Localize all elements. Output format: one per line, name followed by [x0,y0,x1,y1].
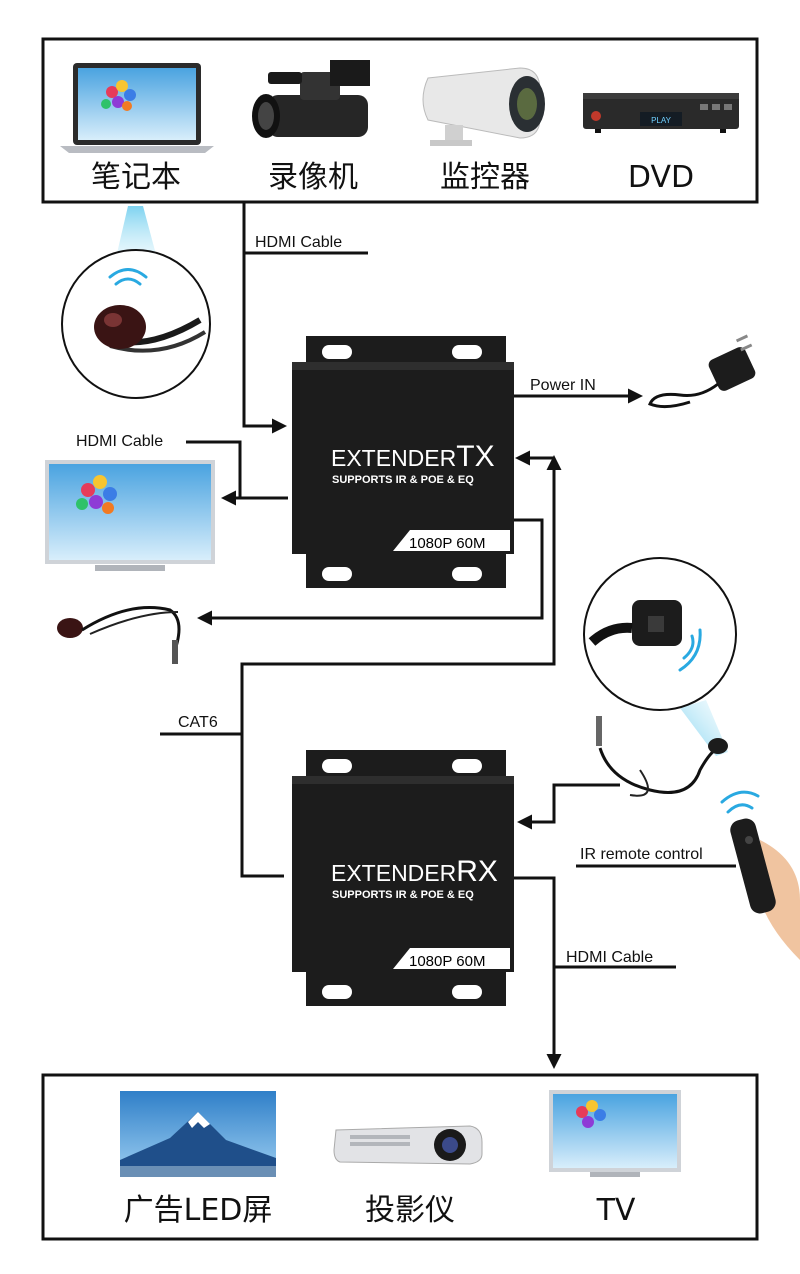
source-label-laptop: 笔记本 [91,160,181,195]
hdmi-local-label: HDMI Cable [76,433,163,450]
ir-sensor-bubble [583,557,737,756]
ir-receiver-wire [197,518,544,626]
rx-spec-badge [393,948,510,969]
security-camera-icon [422,67,545,146]
extender-rx-device [292,750,514,1006]
display-label-led: 广告LED屏 [124,1193,273,1228]
camcorder-icon [252,60,370,138]
rx-subtitle: SUPPORTS IR & POE & EQ [332,889,474,901]
local-monitor-icon [45,460,215,571]
wireless-wave-icon-remote [720,790,760,814]
dvd-player-icon [583,93,739,133]
cat6-wire [240,458,556,878]
wireless-wave-icon [108,268,148,286]
hdmi-local-label-line [186,440,242,498]
hdmi-out-label: HDMI Cable [566,949,653,966]
cat6-label: CAT6 [178,714,218,731]
tx-subtitle: SUPPORTS IR & POE & EQ [332,474,474,486]
power-in-label: Power IN [530,377,596,394]
ir-remote-icon [730,818,800,960]
ir-remote-wire [517,783,620,830]
sources-frame [41,37,759,204]
power-adapter-icon [648,334,756,409]
display-label-tv: TV [596,1193,636,1228]
display-label-projector: 投影仪 [365,1193,455,1228]
source-label-monitor: 监控器 [440,160,530,195]
tx-spec-badge [393,530,510,551]
source-label-dvd: DVD [628,160,694,195]
led-screen-icon [120,1091,276,1177]
extender-tx-device [292,336,514,588]
tx-title: EXTENDERTX [331,440,495,473]
ir-receiver-cable-icon [57,606,181,664]
laptop-icon [60,63,214,153]
hdmi-out-wire [514,876,562,1069]
source-label-camcorder: 录像机 [268,160,358,195]
hdmi-in-wire [242,202,287,434]
tx-badge-text: 1080P 60M [409,535,485,552]
tv-icon [549,1090,681,1177]
ir-remote-label: IR remote control [580,846,703,863]
rx-badge-text: 1080P 60M [409,953,485,970]
dvd-screen-text: PLAY [651,116,672,125]
displays-frame [41,1073,759,1241]
ir-receiver-bubble [61,206,211,399]
hdmi-in-label: HDMI Cable [255,234,342,251]
projector-icon [333,1125,483,1165]
rx-title: EXTENDERRX [331,855,498,888]
ir-extension-cable-icon [596,716,728,797]
wireless-wave-icon-right [678,628,702,672]
